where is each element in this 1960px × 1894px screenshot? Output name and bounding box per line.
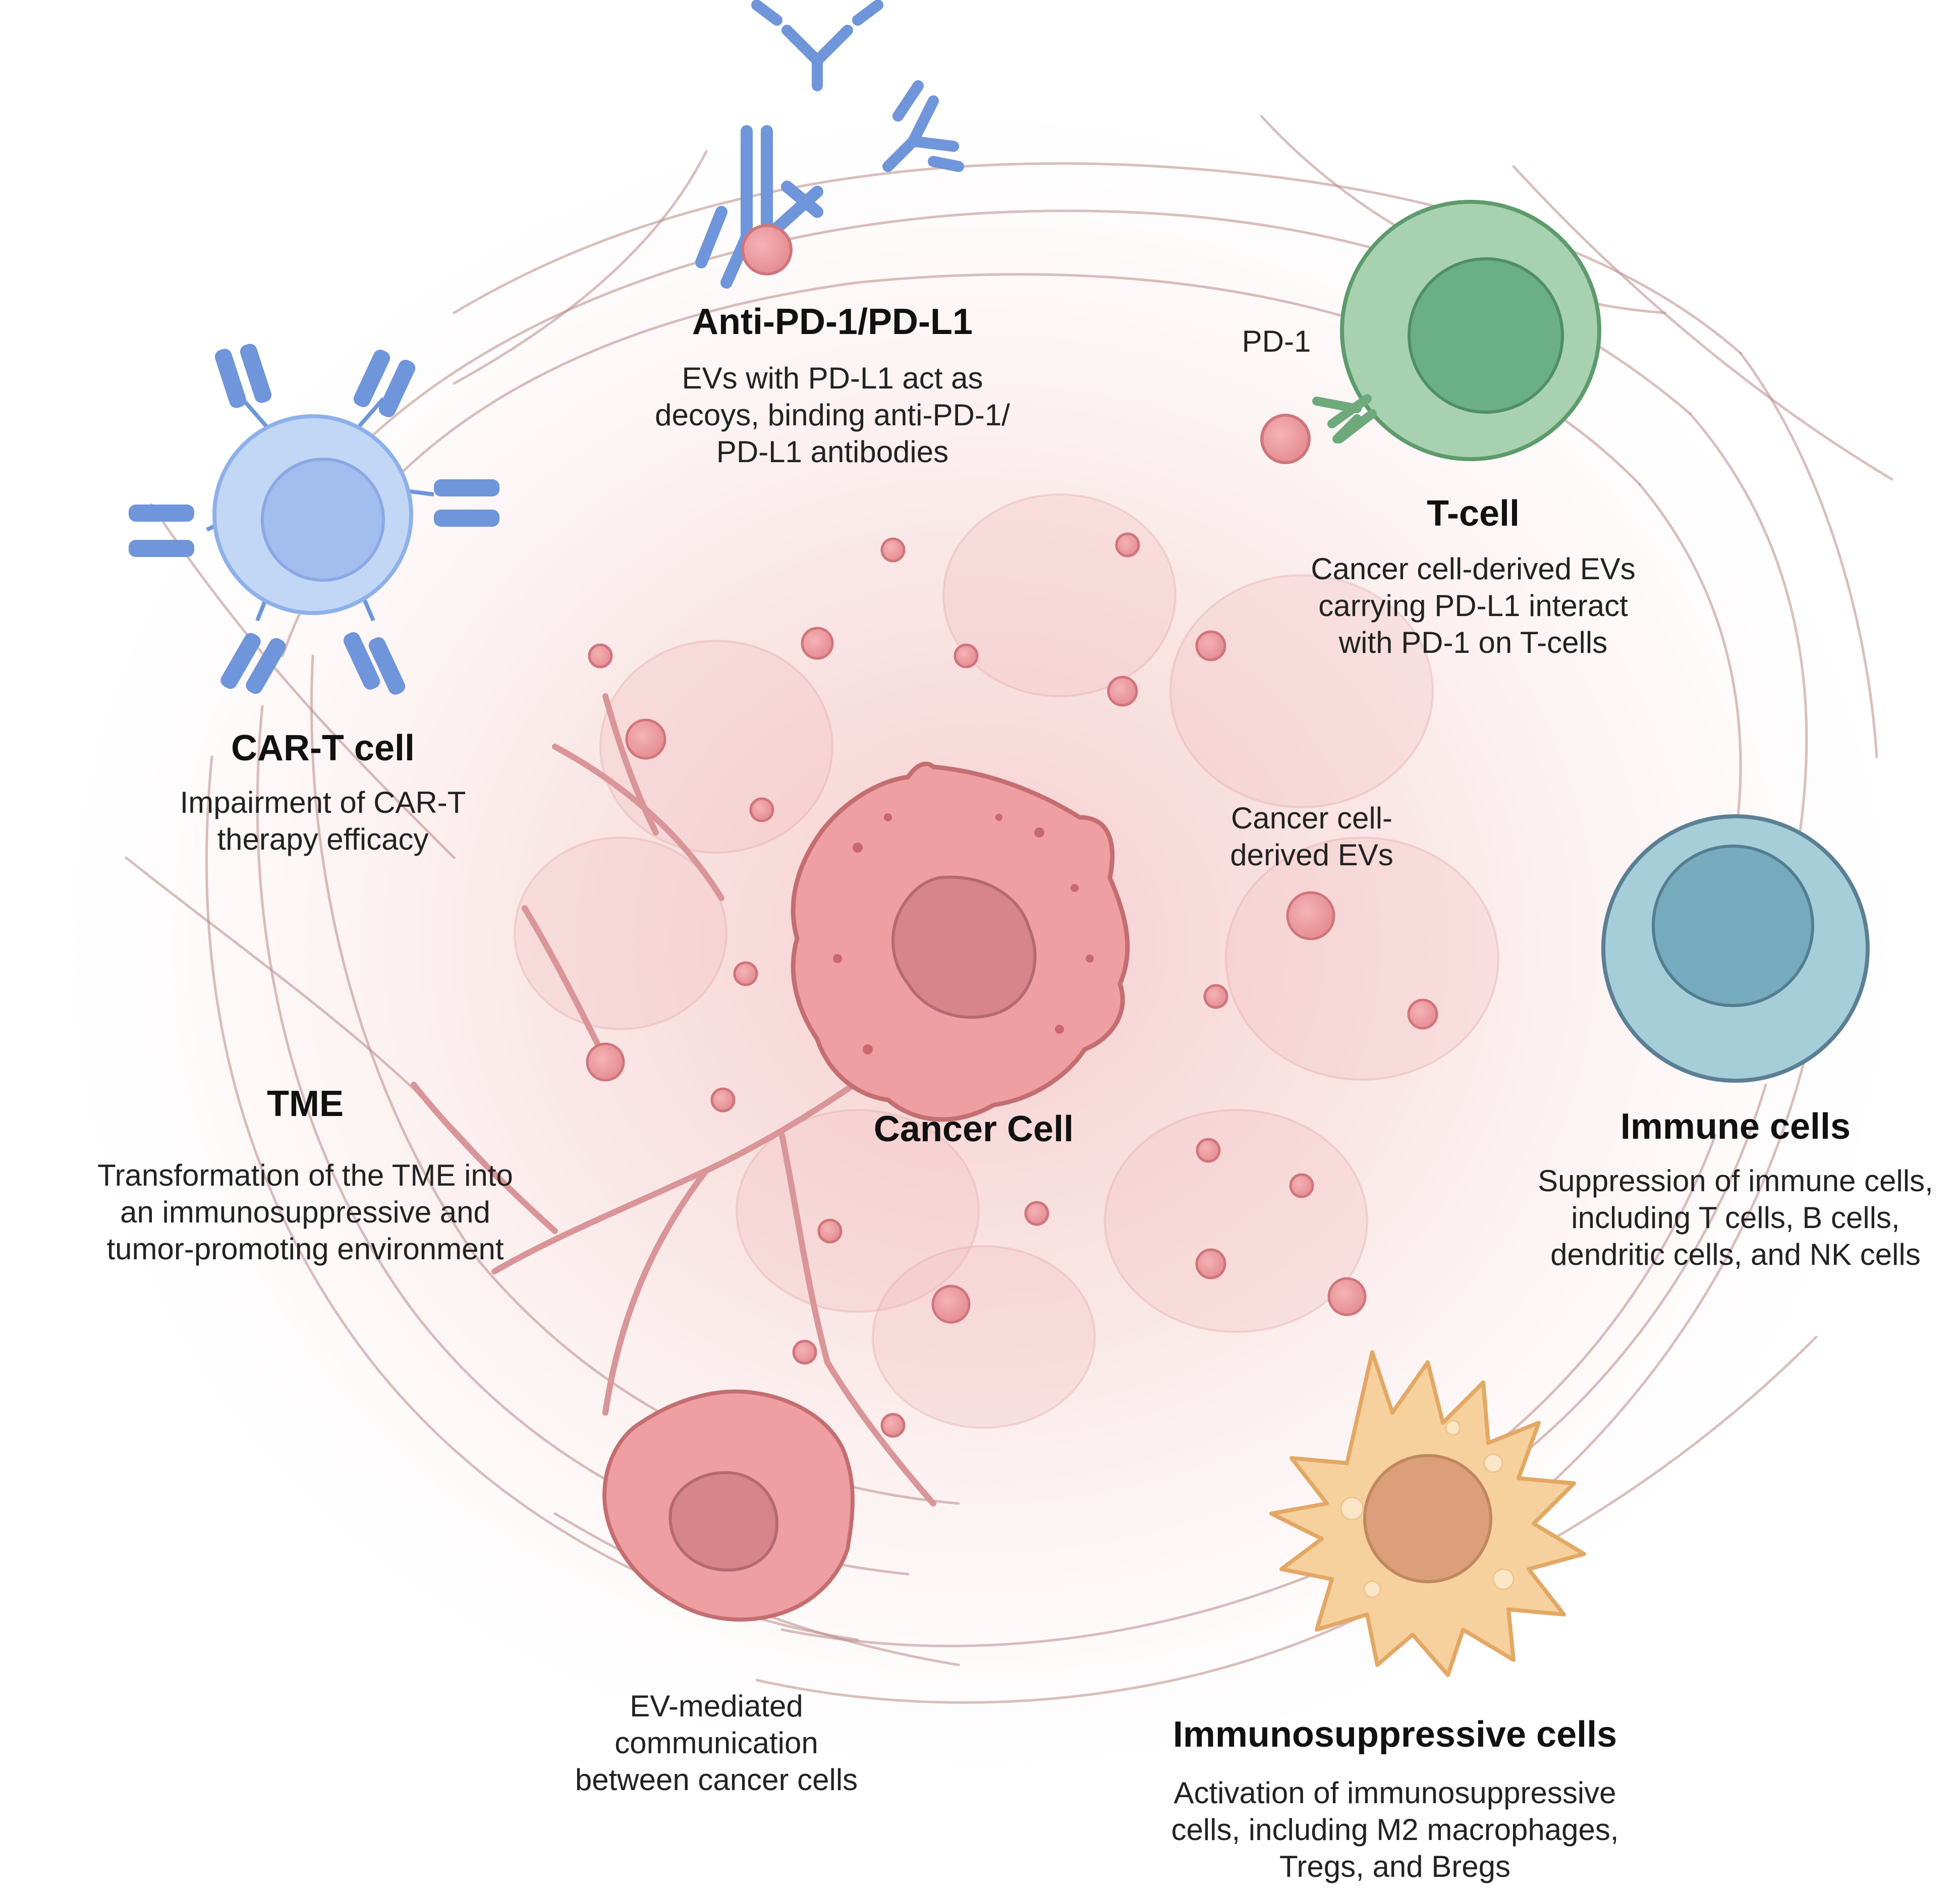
anti-pd1-title: Anti-PD-1/PD-L1	[692, 302, 973, 342]
antibody-icon	[751, 0, 883, 91]
anti-pd1-label-group: Anti-PD-1/PD-L1 EVs with PD-L1 act as de…	[575, 300, 1090, 470]
t-cell-title: T-cell	[1426, 493, 1520, 534]
anti-pd1-desc-line-1: EVs with PD-L1 act as	[682, 361, 983, 395]
pd1-label: PD-1	[1242, 324, 1311, 358]
cancer-cell-icon	[791, 761, 1130, 1122]
t-cell-icon	[1340, 200, 1601, 461]
ev-communication-line-2: communication	[614, 1726, 818, 1760]
car-t-title: CAR-T cell	[231, 728, 415, 768]
tme-desc-line-2: an immunosuppressive and	[120, 1195, 490, 1230]
immunosuppressive-desc-line-3: Tregs, and Bregs	[1279, 1850, 1510, 1884]
cancer-cell-icon	[602, 1389, 855, 1622]
antibody-icon	[882, 80, 964, 172]
immune-cells-desc-line-2: including T cells, B cells,	[1571, 1201, 1900, 1235]
tme-desc-line-3: tumor-promoting environment	[106, 1232, 504, 1266]
immunosuppressive-title: Immunosuppressive cells	[1172, 1714, 1617, 1755]
immune-cells-desc-line-1: Suppression of immune cells,	[1538, 1163, 1933, 1198]
tme-label-group: TME Transformation of the TME into an im…	[50, 1082, 560, 1267]
t-cell-desc-line-2: carrying PD-L1 interact	[1318, 589, 1628, 623]
immunosuppressive-label-group: Immunosuppressive cells Activation of im…	[1110, 1713, 1680, 1885]
macrophage-icon	[1269, 1350, 1586, 1677]
car-t-desc-line-1: Impairment of CAR-T	[180, 785, 466, 819]
anti-pd1-desc-line-2: decoys, binding anti-PD-1/	[655, 398, 1010, 432]
t-cell-desc-line-1: Cancer cell-derived EVs	[1311, 551, 1636, 586]
anti-pd1-desc-line-3: PD-L1 antibodies	[716, 435, 949, 469]
immune-cells-label-group: Immune cells Suppression of immune cells…	[1514, 1105, 1957, 1273]
car-t-desc-line-2: therapy efficacy	[217, 822, 429, 857]
immune-cells-title: Immune cells	[1620, 1106, 1851, 1147]
cancer-evs-line-1: Cancer cell-	[1230, 801, 1393, 835]
immunosuppressive-desc-line-1: Activation of immunosuppressive	[1173, 1775, 1616, 1810]
tme-title: TME	[267, 1084, 344, 1124]
t-cell-desc-line-3: with PD-1 on T-cells	[1338, 626, 1608, 660]
extracellular-vesicle-icon	[1260, 414, 1311, 464]
car-t-cell-icon	[129, 344, 499, 695]
immune-cell-icon	[1601, 814, 1870, 1083]
extracellular-vesicle-icon	[741, 224, 793, 275]
antibody-icon	[695, 125, 823, 289]
immunosuppressive-desc-line-2: cells, including M2 macrophages,	[1171, 1813, 1619, 1847]
extracellular-vesicles	[586, 532, 1438, 1438]
car-t-label-group: CAR-T cell Impairment of CAR-T therapy e…	[121, 727, 525, 858]
tme-desc-line-1: Transformation of the TME into	[97, 1158, 513, 1192]
cancer-evs-line-2: derived EVs	[1230, 838, 1393, 872]
ev-communication-line-1: EV-mediated	[630, 1689, 803, 1723]
cancer-cell-label: Cancer Cell	[873, 1109, 1074, 1149]
ev-communication-label-group: EV-mediated communication between cancer…	[525, 1688, 908, 1799]
pd1-receptor-icon	[1312, 394, 1377, 443]
immune-cells-desc-line-3: dendritic cells, and NK cells	[1550, 1238, 1921, 1272]
ev-communication-line-3: between cancer cells	[575, 1763, 858, 1797]
cancer-evs-label-group: Cancer cell- derived EVs	[1181, 800, 1443, 873]
t-cell-label-group: T-cell Cancer cell-derived EVs carrying …	[1251, 492, 1695, 661]
